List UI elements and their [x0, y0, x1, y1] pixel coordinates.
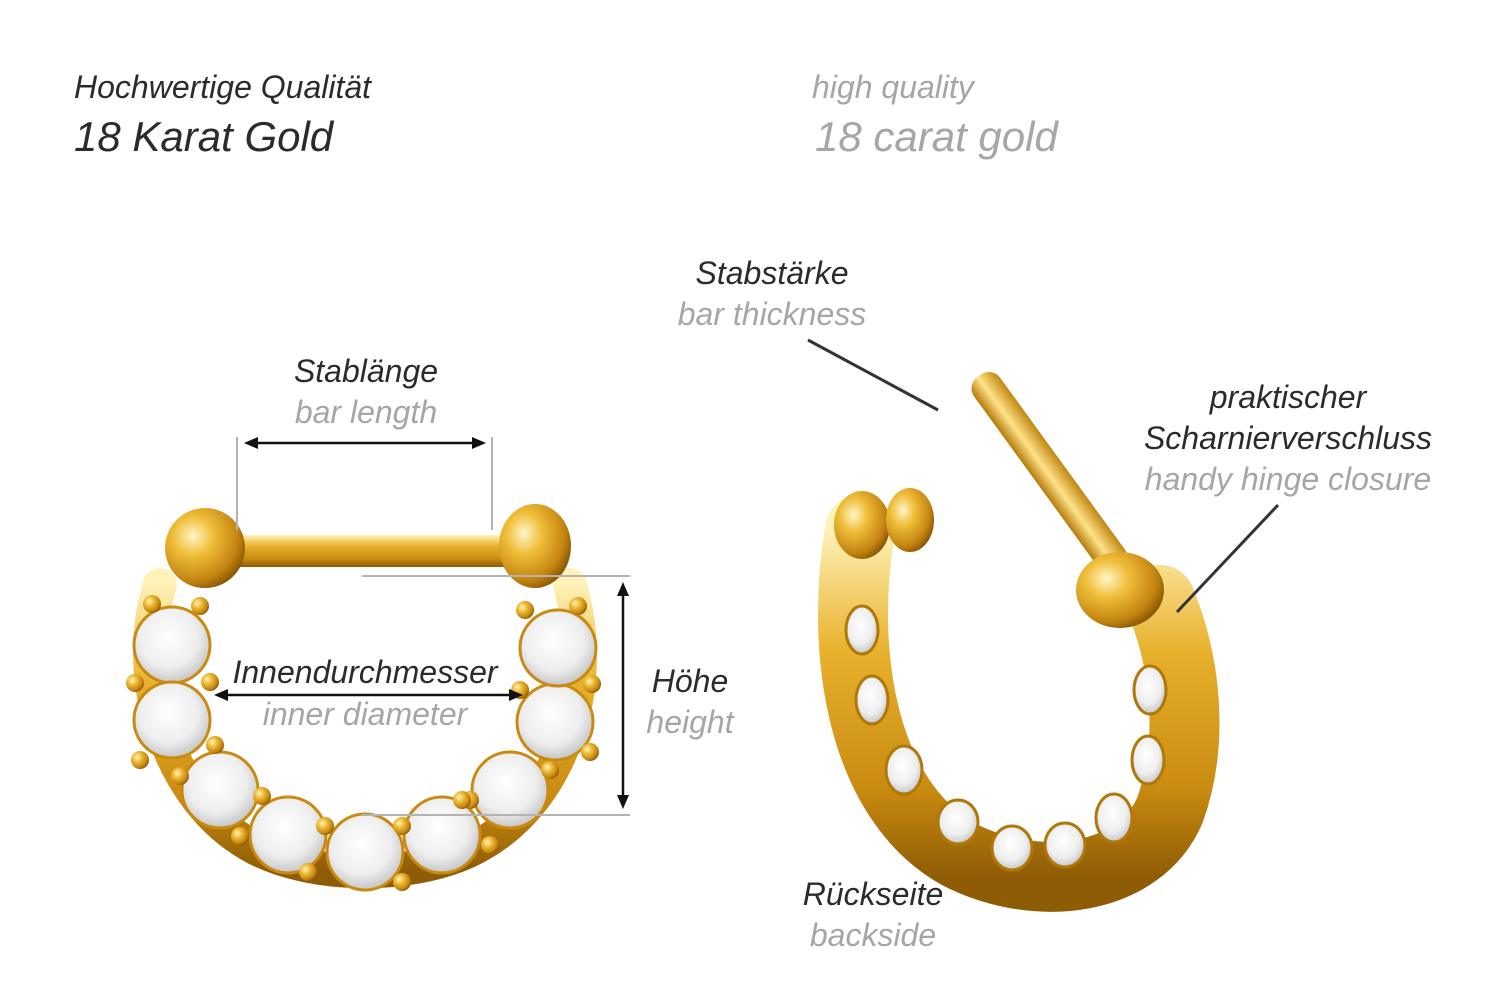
- hinge-ball: [1076, 552, 1164, 628]
- hinge-leader: [1175, 503, 1280, 614]
- dimension-lines: [214, 437, 630, 816]
- header-gold-de: 18 Karat Gold: [74, 113, 334, 160]
- left-ball: [165, 508, 245, 588]
- header-quality-en: high quality: [812, 69, 974, 105]
- label-hinge-de-1: praktischer: [1209, 379, 1367, 415]
- label-hinge-de-2: Scharnierverschluss: [1143, 420, 1433, 456]
- header-gold-en: 18 carat gold: [815, 113, 1058, 160]
- label-bar-length-en: bar length: [294, 394, 438, 430]
- side-clicker: [818, 371, 1220, 912]
- label-inner-diameter-de: Innendurchmesser: [232, 654, 498, 690]
- label-hinge-en: handy hinge closure: [1144, 461, 1432, 497]
- label-height-de: Höhe: [651, 663, 729, 699]
- gems-front: [132, 605, 598, 892]
- label-backside-en: backside: [809, 917, 937, 953]
- gems-back: [844, 604, 1168, 872]
- label-backside-de: Rückseite: [802, 876, 944, 912]
- label-bar-thickness-de: Stabstärke: [695, 255, 849, 291]
- top-bar: [200, 535, 540, 567]
- bar-thickness-leader: [807, 338, 939, 412]
- label-inner-diameter-en: inner diameter: [262, 696, 468, 732]
- front-clicker: [126, 504, 601, 892]
- right-ball: [499, 504, 571, 588]
- header-quality-de: Hochwertige Qualität: [74, 69, 372, 105]
- label-height-en: height: [646, 704, 734, 740]
- label-bar-length-de: Stablänge: [293, 353, 439, 389]
- label-bar-thickness-en: bar thickness: [677, 296, 867, 332]
